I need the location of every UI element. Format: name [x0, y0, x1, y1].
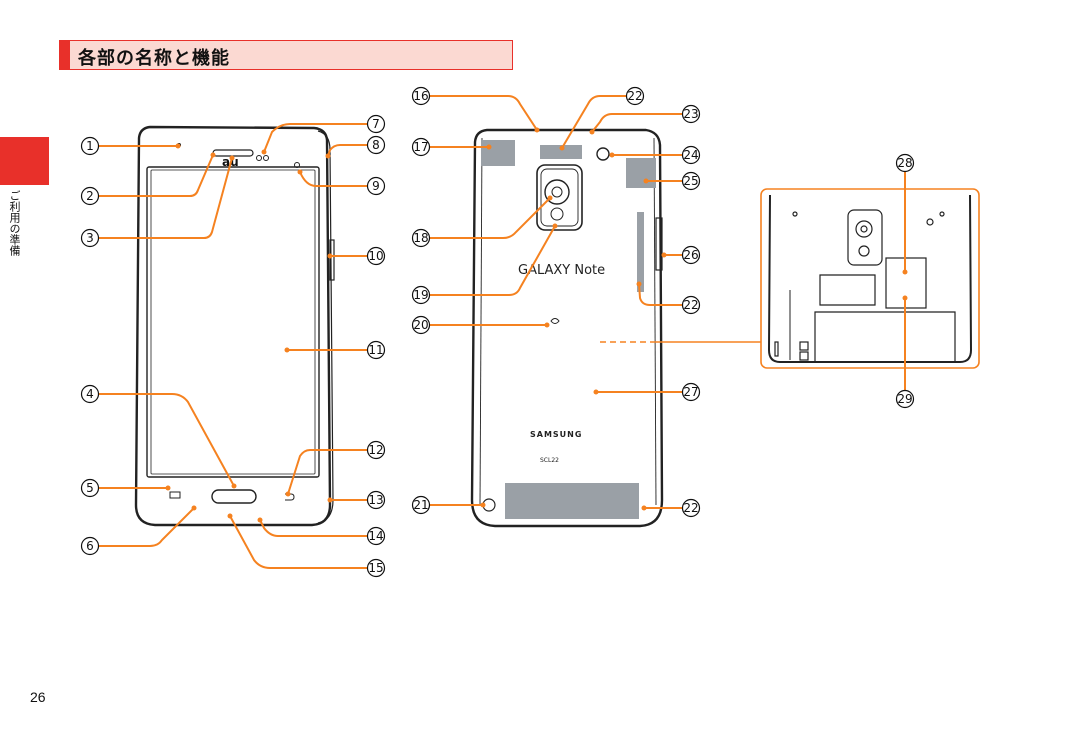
callout-19: 19 [413, 288, 428, 302]
back-text: GALAXY Note SAMSUNG SCL22 [518, 263, 605, 464]
callout-22-top: 22 [627, 89, 642, 103]
antenna-areas [481, 140, 656, 519]
callout-12: 12 [368, 443, 383, 457]
callout-1: 1 [86, 139, 94, 153]
callout-11: 11 [368, 343, 383, 357]
callout-dots [165, 127, 908, 523]
section-title: 各部の名称と機能 [78, 48, 230, 69]
callout-3: 3 [86, 231, 94, 245]
chapter-label: ご利用の準備 [8, 190, 21, 256]
callout-2: 2 [86, 189, 94, 203]
callout-22-bottom: 22 [683, 501, 698, 515]
callout-5: 5 [86, 481, 94, 495]
galaxy-note-logo: GALAXY Note [518, 263, 605, 278]
callout-18: 18 [413, 231, 428, 245]
title-marker [60, 41, 70, 69]
front-phone [134, 125, 335, 527]
callout-28: 28 [897, 156, 912, 170]
callout-7: 7 [372, 117, 380, 131]
callout-27: 27 [683, 385, 698, 399]
callout-16: 16 [413, 89, 428, 103]
callout-21: 21 [413, 498, 428, 512]
back-phone [470, 128, 664, 528]
nfc-mark [550, 318, 560, 324]
model-code: SCL22 [540, 457, 559, 464]
callout-8: 8 [372, 138, 380, 152]
callout-25: 25 [683, 174, 698, 188]
callout-20: 20 [413, 318, 428, 332]
callout-15: 15 [368, 561, 383, 575]
callout-6: 6 [86, 539, 94, 553]
callout-17: 17 [413, 140, 428, 154]
callout-23: 23 [683, 107, 698, 121]
callout-10: 10 [368, 249, 383, 263]
samsung-logo: SAMSUNG [530, 430, 582, 439]
callout-badges [80, 86, 915, 578]
callout-leaders [99, 95, 906, 569]
callout-13: 13 [368, 493, 383, 507]
chapter-tab [0, 137, 49, 185]
callout-22-side: 22 [683, 298, 698, 312]
callout-29: 29 [897, 392, 912, 406]
detail-inset [760, 188, 980, 369]
callout-24: 24 [683, 148, 698, 162]
section-title-box: 各部の名称と機能 [59, 40, 513, 70]
page-number: 26 [30, 689, 46, 705]
callout-numbers: 1 2 3 4 5 6 7 8 9 10 11 12 13 14 15 16 1… [86, 89, 912, 575]
callout-4: 4 [86, 387, 94, 401]
callout-9: 9 [372, 179, 380, 193]
callout-14: 14 [368, 529, 383, 543]
callout-26: 26 [683, 248, 698, 262]
